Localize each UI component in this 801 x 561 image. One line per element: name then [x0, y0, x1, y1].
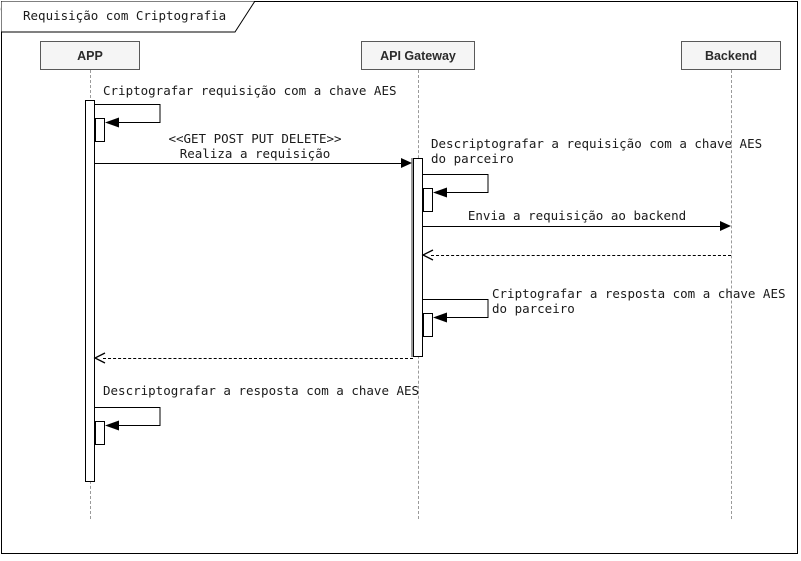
lifeline-backend [731, 70, 732, 519]
diagram-title: Requisição com Criptografia [23, 8, 227, 23]
activation-gateway-nested-1 [423, 188, 433, 212]
activation-app-nested-2 [95, 421, 105, 445]
activation-app-nested-1 [95, 118, 105, 142]
participant-app-label: APP [77, 48, 103, 63]
message-label-m2-line2: Realiza a requisição [179, 146, 331, 161]
activation-app [85, 100, 95, 482]
message-arrow-m2 [401, 158, 412, 168]
self-loop-m6-path [423, 299, 489, 323]
message-label-m2-line1: <<GET POST PUT DELETE>> [168, 131, 342, 146]
message-line-m7 [103, 358, 413, 359]
participant-backend-label: Backend [704, 48, 758, 63]
message-label-m1: Criptografar requisição com a chave AES [103, 83, 397, 98]
self-loop-m8 [95, 407, 175, 435]
message-line-m2 [95, 163, 401, 164]
message-label-m3-line1: Descriptografar a requisição com a chave… [431, 136, 763, 151]
self-loop-m1-path [95, 104, 161, 128]
message-arrow-m4 [720, 221, 731, 231]
message-arrow-m7-head [93, 352, 106, 364]
activation-gateway-nested-2 [423, 313, 433, 337]
self-loop-m3 [423, 174, 503, 202]
message-label-m3-line2: do parceiro [431, 151, 514, 166]
self-loop-m1 [95, 104, 175, 132]
participant-api-gateway[interactable]: API Gateway [361, 41, 475, 70]
diagram-title-tab: Requisição com Criptografia [1, 1, 256, 33]
participant-app[interactable]: APP [40, 41, 140, 70]
message-arrow-m7 [93, 351, 109, 371]
message-label-m6-line1: Criptografar a resposta com a chave AES [492, 286, 786, 301]
participant-api-gateway-label: API Gateway [380, 48, 456, 63]
message-arrow-m5-head [421, 249, 434, 261]
message-line-m4 [423, 226, 720, 227]
message-arrow-m5 [421, 248, 437, 268]
self-loop-m8-path [95, 407, 161, 431]
self-loop-m6 [423, 299, 503, 327]
message-label-m6-line2: do parceiro [492, 301, 575, 316]
participant-backend[interactable]: Backend [681, 41, 781, 70]
self-loop-m3-path [423, 174, 489, 198]
message-label-m8: Descriptografar a resposta com a chave A… [103, 383, 420, 398]
message-line-m5 [431, 255, 731, 256]
activation-gateway [413, 158, 423, 357]
title-tab-shape [1, 1, 256, 33]
message-label-m4: Envia a requisição ao backend [467, 208, 687, 223]
